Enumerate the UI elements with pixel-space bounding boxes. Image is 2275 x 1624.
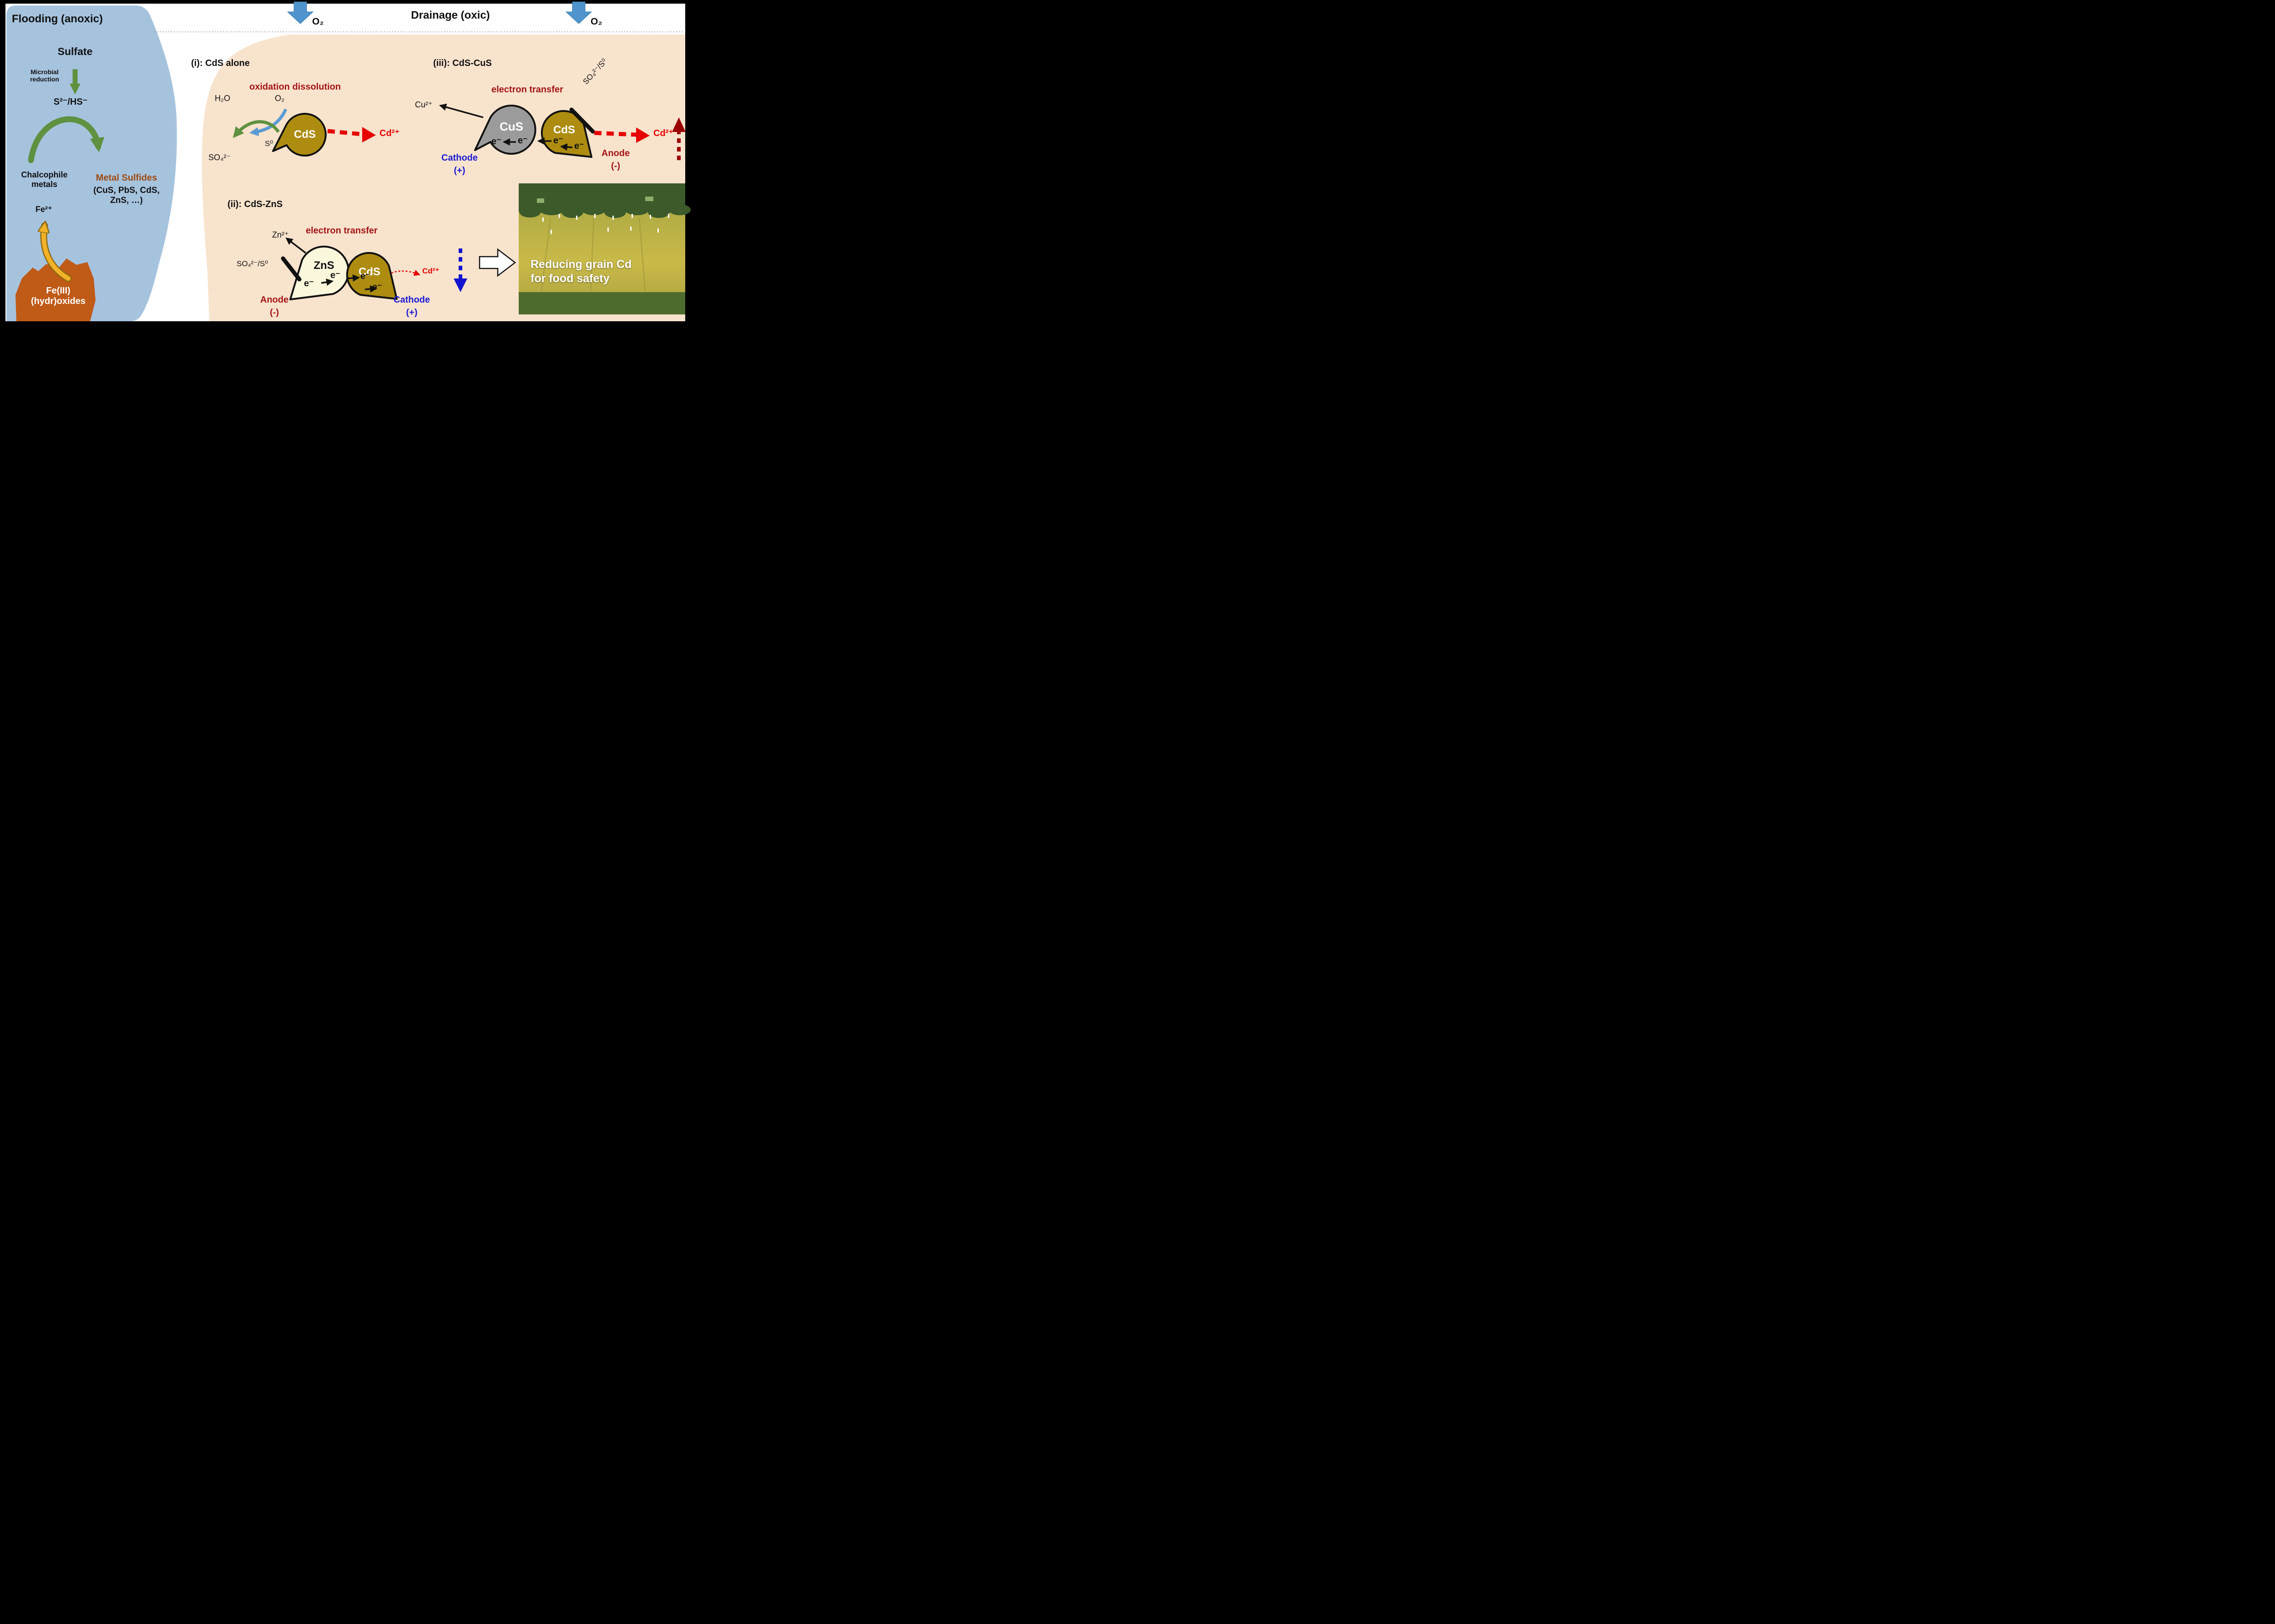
electron-label-ii-1: e⁻ <box>304 278 314 288</box>
cus-blob <box>474 105 536 155</box>
electron-label-iii-1: e⁻ <box>491 137 501 147</box>
tree-bump <box>625 204 649 215</box>
cd-release-dashed-arrow-iii <box>594 131 637 137</box>
sulfate-label: Sulfate <box>57 46 93 57</box>
fe-oxides-blob <box>15 258 96 321</box>
cu2-label: Cu²⁺ <box>415 100 433 109</box>
panel-iii-title: (iii): CdS-CuS <box>433 58 492 68</box>
microbial-reduction-label: Microbial reduction <box>30 68 59 83</box>
field-row <box>590 218 595 292</box>
fe-oxides-label: Fe(III) (hydr)oxides <box>30 286 86 306</box>
tree-bump <box>604 206 626 218</box>
cd-decrease-down-arrowhead <box>454 278 467 292</box>
cathode-label-iii: Cathode <box>441 153 478 163</box>
chalcophile-metals-label: Chalcophile metals <box>21 170 68 189</box>
panel-i-process-label: oxidation dissolution <box>249 82 341 92</box>
anode-surface-bar-ii <box>281 256 302 282</box>
rice-field-photo <box>519 183 691 314</box>
cd-release-arrowhead-i <box>362 127 376 142</box>
cd-release-dashed-arrow-i <box>327 129 363 137</box>
graphical-abstract: Flooding (anoxic) Sulfate Microbial redu… <box>0 0 691 325</box>
cus-label: CuS <box>500 120 523 133</box>
zns-label: ZnS <box>313 259 334 272</box>
cathode-label-ii: Cathode <box>394 295 430 305</box>
sky-gap <box>537 198 544 203</box>
cd2-label-iii: Cd²⁺ <box>653 128 673 138</box>
cds-blob-ii <box>346 252 398 300</box>
anode-label-ii: Anode <box>260 295 289 305</box>
sulfide-label: S²⁻/HS⁻ <box>53 97 88 107</box>
cathode-sign-ii: (+) <box>406 308 418 318</box>
cathode-sign-iii: (+) <box>454 166 465 176</box>
h2o-label: H₂O <box>215 94 230 103</box>
zns-blob <box>289 245 349 300</box>
cd-release-dotted-arrow-ii <box>391 269 420 276</box>
cds-alone-blob <box>272 113 327 157</box>
result-hollow-arrow <box>479 248 516 277</box>
o2-label-right: O₂ <box>591 16 602 27</box>
field-markers <box>542 214 669 234</box>
panel-i-title: (i): CdS alone <box>191 58 250 68</box>
flooding-panel-shape <box>6 5 177 321</box>
tree-bump <box>540 204 563 215</box>
cds-label-iii: CdS <box>553 124 575 136</box>
electron-arrow-ii-3 <box>364 285 378 293</box>
o2-label-left: O₂ <box>312 16 324 27</box>
zn-release-arrow <box>285 238 307 254</box>
o2-down-arrow-left-icon <box>287 1 314 24</box>
fe-release-arrow <box>44 226 71 281</box>
sky-gap <box>645 197 653 201</box>
cds-alone-label: CdS <box>294 128 316 141</box>
drainage-title: Drainage (oxic) <box>411 9 490 21</box>
diagram-artwork <box>5 1 691 321</box>
cd2-label-ii: Cd²⁺ <box>422 267 440 275</box>
sulfate-product-label: SO₄²⁻ <box>208 153 231 162</box>
sulfide-to-metal-sulfides-arc-arrow <box>28 116 105 163</box>
electron-label-ii-3: e⁻ <box>360 271 370 281</box>
panel-ii-process-label: electron transfer <box>306 226 378 236</box>
metal-sulfides-examples-label: (CuS, PbS, CdS, ZnS, …) <box>93 186 160 205</box>
fe2-label: Fe²⁺ <box>35 205 52 214</box>
tree-bump <box>582 204 606 215</box>
cd2-label-i: Cd²⁺ <box>379 128 399 138</box>
cd-release-arrowhead-iii <box>636 127 650 143</box>
redox-couple-label-ii: SO₄²⁻/S⁰ <box>237 259 268 268</box>
tree-bump <box>669 204 691 215</box>
photo-caption: Reducing grain Cd for food safety <box>531 258 632 285</box>
electron-label-ii-4: e⁻ <box>372 282 382 292</box>
zn2-label: Zn²⁺ <box>272 230 289 239</box>
electron-label-iii-4: e⁻ <box>574 141 584 151</box>
cds-label-ii: CdS <box>359 266 380 278</box>
cu-release-arrow <box>439 103 484 118</box>
tree-bump <box>561 206 583 218</box>
field-row <box>541 218 551 292</box>
anode-surface-bar-iii <box>569 107 595 134</box>
o2-reactant-label: O₂ <box>275 94 284 103</box>
electron-label-ii-2: e⁻ <box>330 270 340 280</box>
o2-down-arrow-right-icon <box>565 1 592 24</box>
anode-sign-ii: (-) <box>270 308 279 318</box>
metal-sulfides-label: Metal Sulfides <box>96 173 157 183</box>
tree-bump <box>648 206 670 218</box>
panel-ii-title: (ii): CdS-ZnS <box>228 199 283 209</box>
s0-label: S⁰ <box>265 139 273 148</box>
electron-label-iii-2: e⁻ <box>518 136 528 146</box>
field-row <box>638 218 646 292</box>
anode-sign-iii: (-) <box>611 161 620 171</box>
field-foreground <box>519 292 685 314</box>
electron-label-iii-3: e⁻ <box>553 136 563 146</box>
panel-iii-process-label: electron transfer <box>491 85 563 95</box>
flooding-title: Flooding (anoxic) <box>12 13 103 25</box>
electron-arrow-ii-1 <box>321 278 334 286</box>
tree-bump <box>519 206 541 218</box>
cd-increase-up-arrowhead <box>672 117 686 132</box>
anode-label-iii: Anode <box>601 148 630 158</box>
sulfate-production-curved-arrow <box>233 120 280 138</box>
